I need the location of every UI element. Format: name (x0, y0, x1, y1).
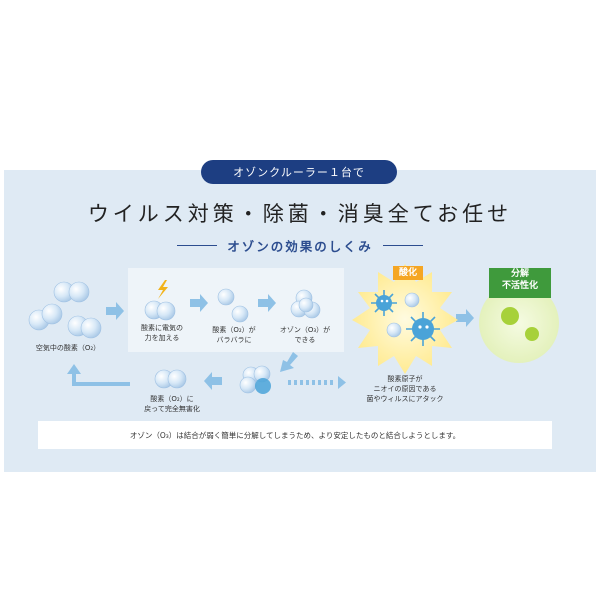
caption-ozone: オゾン（O₃）が できる (270, 325, 340, 345)
caption-attack-line1: 酸素原子が (387, 375, 423, 383)
subtitle: オゾンの効果のしくみ (227, 238, 373, 254)
caption-add-electric-line2: 力を加える (144, 334, 180, 342)
oxygen-molecule-returned (154, 369, 187, 389)
germ-icons (371, 290, 440, 346)
arrow-right-3 (258, 294, 276, 312)
arrow-right-4 (456, 309, 474, 327)
explanation-note: オゾン（O₃）は結合が弱く簡単に分解してしまうため、より安定したものと結合しよう… (38, 421, 552, 449)
caption-add-electric: 酸素に電気の 力を加える (128, 323, 196, 343)
decompose-tag: 分解 不活性化 (489, 268, 551, 298)
decompose-tag-line1: 分解 (510, 269, 529, 279)
page-title: ウイルス対策・除菌・消臭全てお任せ (87, 202, 513, 226)
oxygen-molecules-air (28, 281, 102, 339)
ozone-reacting-cluster (239, 365, 271, 394)
arrow-right-2 (190, 294, 208, 312)
subtitle-rule-left (177, 244, 218, 246)
oxygen-atoms-split (217, 288, 249, 323)
caption-attack-line3: 菌やウィルスにアタック (366, 395, 444, 403)
caption-split-line2: バラバラに (216, 336, 252, 344)
caption-ozone-line1: オゾン（O₃）が (279, 326, 331, 334)
caption-return-line1: 酸素（O₂）に (150, 395, 194, 403)
flow-arrows (106, 294, 474, 390)
caption-ozone-line2: できる (294, 336, 316, 344)
caption-attack-line2: ニオイの原因である (373, 385, 437, 393)
caption-return: 酸素（O₂）に 戻って完全無害化 (134, 394, 210, 414)
lightning-icon (158, 280, 168, 299)
inactivated-glow (479, 283, 559, 363)
oxygen-molecule-charged (144, 300, 176, 321)
oxidation-tag: 酸化 (393, 266, 423, 280)
caption-attack: 酸素原子が ニオイの原因である 菌やウィルスにアタック (355, 374, 455, 404)
return-arrow (72, 372, 130, 386)
dotted-arrow (288, 376, 346, 389)
inactivated-germs (501, 307, 539, 341)
arrow-left-1 (204, 372, 222, 390)
oxidation-burst (352, 264, 458, 374)
caption-return-line2: 戻って完全無害化 (144, 405, 200, 413)
caption-split-line1: 酸素（O₂）が (212, 326, 256, 334)
arrow-diagonal (280, 352, 298, 372)
ozone-molecule (290, 289, 321, 319)
subtitle-row: オゾンの効果のしくみ (0, 236, 600, 254)
headline-badge: オゾンクルーラー１台で (201, 160, 397, 184)
decompose-tag-line2: 不活性化 (501, 281, 538, 291)
caption-add-electric-line1: 酸素に電気の (141, 324, 183, 332)
caption-oxygen-air: 空気中の酸素（O₂） (35, 344, 101, 352)
caption-split: 酸素（O₂）が バラバラに (200, 325, 268, 345)
arrow-right-1 (106, 302, 124, 320)
subtitle-rule-right (382, 244, 423, 246)
